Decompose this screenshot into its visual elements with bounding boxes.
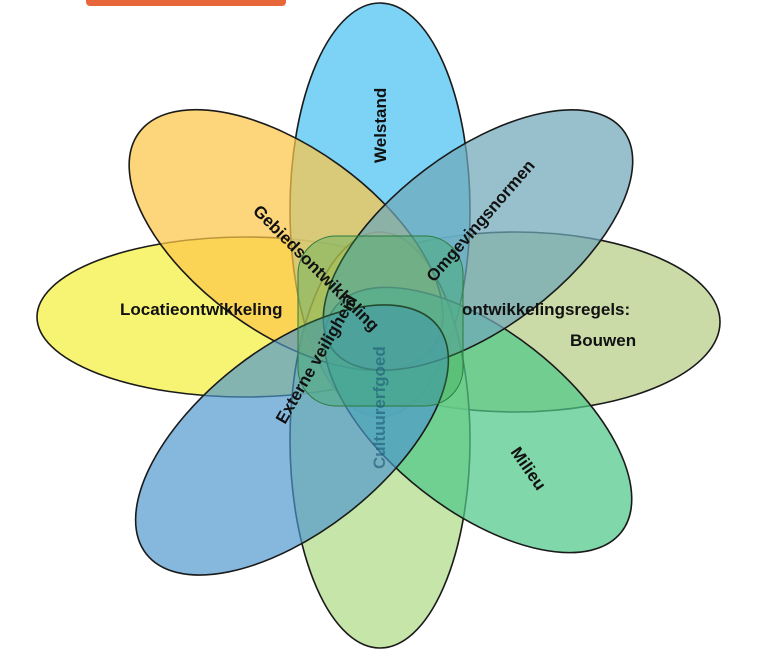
label-welstand: Welstand: [371, 88, 390, 163]
center-overlap: [297, 235, 464, 407]
extern-petal: [134, 304, 450, 576]
label-bouwen: Bouwen: [570, 331, 636, 350]
label-cultuurerfgoed: Cultuurerfgoed: [370, 346, 389, 469]
label-ontwikkelingsregels: ontwikkelingsregels:: [462, 300, 630, 319]
label-locatieontwikkeling: Locatieontwikkeling: [120, 300, 282, 319]
header-accent-bar: [86, 0, 286, 6]
